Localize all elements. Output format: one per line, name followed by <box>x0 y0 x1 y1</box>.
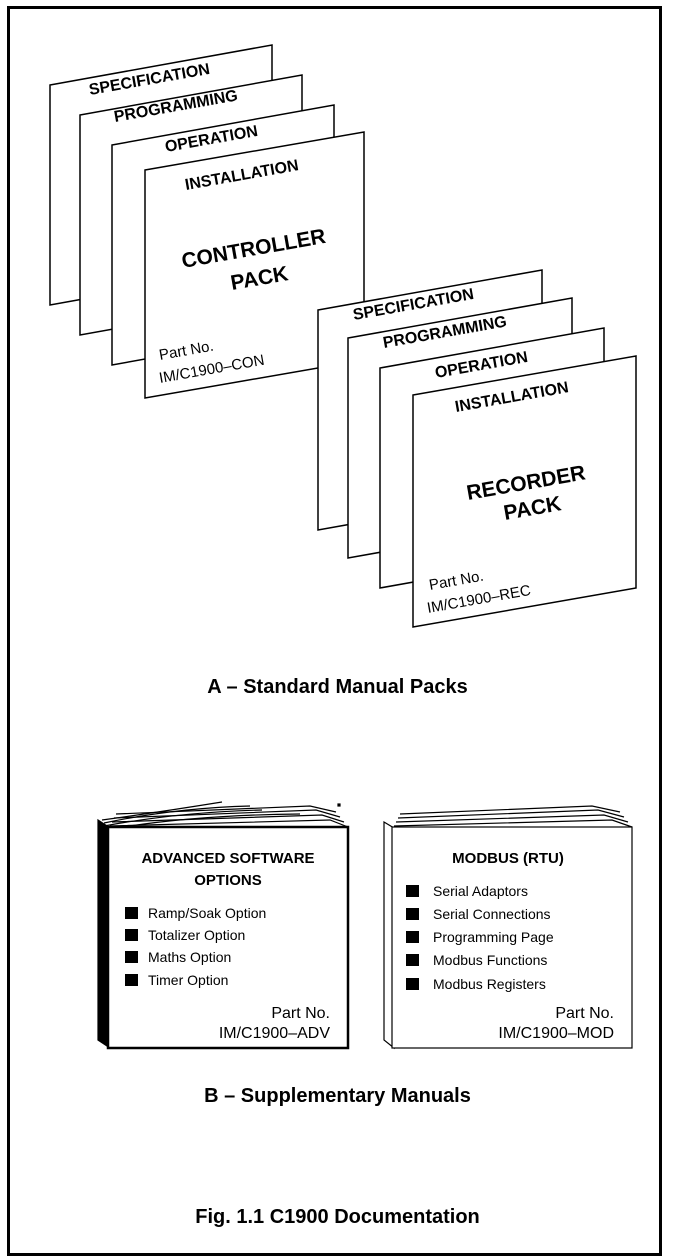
modbus-bullet-square <box>406 978 419 990</box>
advanced-manual-book <box>97 801 350 1050</box>
advanced-title-line2: OPTIONS <box>194 872 262 889</box>
modbus-item-serial-connections: Serial Connections <box>433 906 551 922</box>
advanced-bullet-square <box>125 951 138 963</box>
advanced-item-ramp-soak: Ramp/Soak Option <box>148 905 266 921</box>
modbus-bullet-square <box>406 931 419 943</box>
advanced-item-timer: Timer Option <box>148 972 228 988</box>
modbus-manual-book <box>383 820 633 1050</box>
advanced-bullet-square <box>125 907 138 919</box>
modbus-item-serial-adaptors: Serial Adaptors <box>433 883 528 899</box>
modbus-bullet-square <box>406 885 419 897</box>
modbus-page-edges <box>393 805 633 828</box>
advanced-item-maths: Maths Option <box>148 949 231 965</box>
modbus-bullet-square <box>406 908 419 920</box>
advanced-bullet-square <box>125 929 138 941</box>
advanced-bullets <box>125 907 138 986</box>
advanced-item-totalizer: Totalizer Option <box>148 927 245 943</box>
recorder-sheet-installation <box>412 355 637 628</box>
caption-supplementary-manuals: B – Supplementary Manuals <box>204 1085 471 1107</box>
modbus-part-label: Part No. <box>555 1005 614 1022</box>
modbus-item-programming-page: Programming Page <box>433 929 554 945</box>
advanced-part-label: Part No. <box>271 1005 330 1022</box>
figure-caption: Fig. 1.1 C1900 Documentation <box>195 1206 480 1228</box>
advanced-title-line1: ADVANCED SOFTWARE <box>141 850 314 867</box>
modbus-bullet-square <box>406 954 419 966</box>
modbus-bullets <box>406 885 419 990</box>
advanced-page-edges <box>109 805 349 1048</box>
modbus-title: MODBUS (RTU) <box>452 850 564 867</box>
modbus-part-number: IM/C1900–MOD <box>498 1025 614 1042</box>
caption-standard-manual-packs: A – Standard Manual Packs <box>207 676 468 698</box>
modbus-item-modbus-functions: Modbus Functions <box>433 952 547 968</box>
modbus-item-modbus-registers: Modbus Registers <box>433 976 546 992</box>
advanced-part-number: IM/C1900–ADV <box>219 1025 330 1042</box>
advanced-bullet-square <box>125 974 138 986</box>
